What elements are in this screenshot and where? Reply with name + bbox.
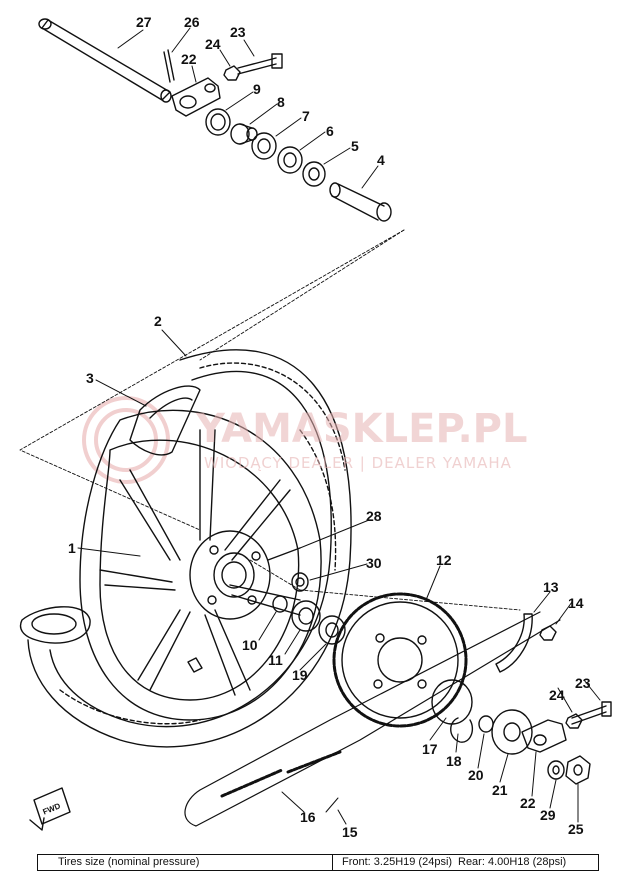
rear-tire-spec: Rear: 4.00H18 (28psi) [458, 856, 567, 868]
oil-seal-5 [302, 161, 326, 187]
fwd-badge [29, 787, 71, 831]
part-label-26: 26 [184, 14, 200, 30]
part-label-22b: 22 [520, 795, 536, 811]
tube-3 [129, 385, 201, 456]
nut-24-bottom [565, 713, 583, 729]
exploded-parts-diagram: YAMASKLEP.PL WIODĄCY DEALER | DEALER YAM… [19, 14, 612, 840]
part-label-8: 8 [277, 94, 285, 110]
part-label-16: 16 [300, 809, 316, 825]
part-label-3: 3 [86, 370, 94, 386]
bolt-23-top [237, 53, 283, 75]
circlip-18 [450, 717, 474, 743]
part-label-17: 17 [422, 741, 438, 757]
chain-15 [184, 611, 561, 827]
tire-cross-section [19, 606, 91, 644]
part-label-10: 10 [242, 637, 258, 653]
part-label-11: 11 [268, 652, 283, 668]
part-label-18: 18 [446, 753, 462, 769]
assembly-guide-lines [19, 229, 521, 611]
part-label-6: 6 [326, 123, 334, 139]
part-label-5: 5 [351, 138, 359, 154]
collar-20 [478, 715, 494, 733]
adjuster-22-top [171, 77, 221, 117]
washer-29 [547, 760, 565, 780]
collar-30 [291, 572, 309, 592]
part-label-23b: 23 [575, 675, 591, 691]
footer-divider [332, 855, 333, 870]
bolt-23-bottom [571, 701, 612, 725]
part-label-20: 20 [468, 767, 484, 783]
adjuster-22-bottom [521, 719, 567, 753]
part-label-30: 30 [366, 555, 382, 571]
part-label-7: 7 [302, 108, 310, 124]
watermark-tagline: WIODĄCY DEALER | DEALER YAMAHA [204, 454, 512, 472]
fwd-label: FWD [41, 801, 61, 816]
part-label-24b: 24 [549, 687, 565, 703]
front-tire-spec: Front: 3.25H19 (24psi) [342, 856, 453, 868]
part-label-29: 29 [540, 807, 556, 823]
bearing-6 [277, 146, 303, 174]
bearing-7 [251, 132, 277, 160]
part-label-24: 24 [205, 36, 221, 52]
sprocket-hub-21 [491, 709, 533, 755]
part-label-23: 23 [230, 24, 246, 40]
bolt-28 [267, 547, 301, 561]
cotter-pin-26 [163, 49, 175, 83]
oil-seal-19 [318, 615, 346, 645]
chain-guard-13 [495, 613, 533, 673]
part-label-19: 19 [292, 667, 308, 683]
hub-assembly [189, 530, 271, 620]
part-label-4: 4 [377, 152, 385, 168]
part-label-1: 1 [68, 540, 76, 556]
leader-lines [77, 27, 601, 825]
part-label-22: 22 [181, 51, 197, 67]
nut-14 [539, 625, 557, 641]
wheel-rim-1 [79, 409, 322, 721]
part-label-27: 27 [136, 14, 152, 30]
spacer-10 [272, 595, 288, 613]
nut-24-top [223, 65, 241, 81]
spacer-8 [230, 123, 258, 145]
valve-stem [187, 657, 203, 673]
part-label-12: 12 [436, 552, 452, 568]
bearing-11 [291, 600, 321, 632]
part-label-9: 9 [253, 81, 261, 97]
axle-27 [38, 18, 172, 103]
spacer-tube-4 [329, 182, 392, 222]
part-label-15: 15 [342, 824, 358, 840]
part-label-28: 28 [366, 508, 382, 524]
tire-size-footer: Tires size (nominal pressure) Front: 3.2… [37, 854, 599, 871]
part-label-13: 13 [543, 579, 559, 595]
watermark-brand: YAMASKLEP.PL [195, 406, 527, 452]
part-label-21: 21 [492, 782, 508, 798]
part-label-14: 14 [568, 595, 584, 611]
sprocket-12 [332, 592, 468, 728]
tire-size-label: Tires size (nominal pressure) [58, 856, 200, 868]
collar-9 [205, 108, 231, 136]
tire-2 [27, 349, 352, 748]
part-label-25: 25 [568, 821, 584, 837]
nut-25 [565, 755, 591, 785]
part-label-2: 2 [154, 313, 162, 329]
